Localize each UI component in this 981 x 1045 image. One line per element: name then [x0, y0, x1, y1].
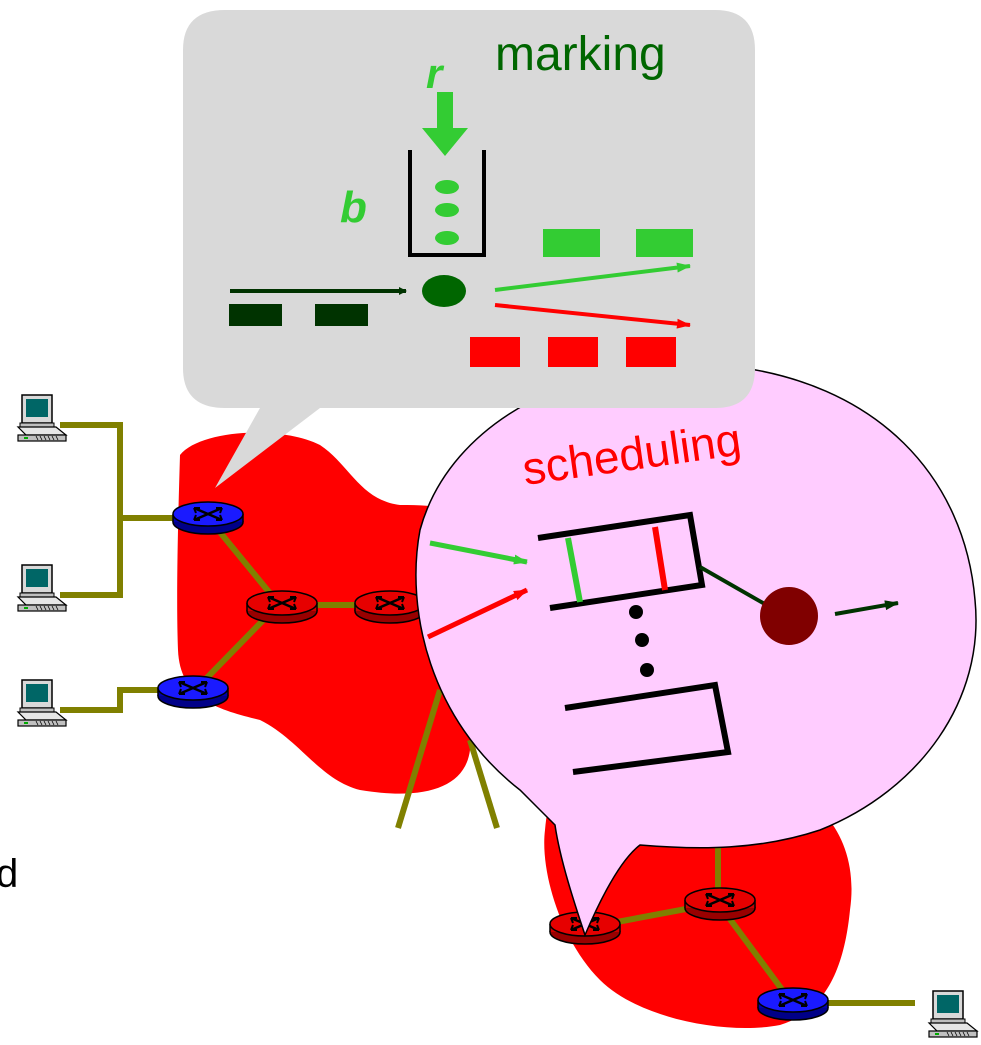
scheduler-link — [699, 565, 771, 609]
meter — [422, 275, 466, 307]
in-profile-packet — [543, 229, 600, 257]
core-router-icon — [683, 886, 757, 922]
scheduler-queue — [564, 681, 732, 775]
token-rate-label: r — [426, 50, 445, 97]
host-computer-icon — [928, 990, 978, 1038]
edge-router-icon — [156, 674, 230, 710]
in-profile-packet — [565, 537, 583, 603]
in-profile-arrow — [494, 262, 691, 292]
bucket-size-label: b — [340, 183, 367, 232]
token-rate-arrow — [422, 92, 468, 156]
out-of-profile-packet — [626, 337, 676, 367]
incoming-packet — [229, 304, 282, 326]
output-arrow — [834, 600, 899, 616]
scheduling-bubble: scheduling — [415, 363, 977, 938]
in-profile-arrow — [429, 540, 528, 565]
ellipsis-dot — [629, 605, 643, 619]
token — [435, 180, 459, 194]
out-of-profile-packet — [652, 526, 668, 591]
token — [435, 203, 459, 217]
edge-text: d — [0, 852, 18, 896]
out-of-profile-arrow — [426, 587, 529, 640]
network-cloud-upper — [177, 432, 485, 794]
edge-router-icon — [171, 500, 245, 536]
core-router-icon — [245, 589, 319, 625]
host-computer-icon — [17, 679, 67, 727]
out-of-profile-packet — [470, 337, 520, 367]
scheduler-queue — [537, 511, 706, 611]
out-of-profile-arrow — [494, 303, 691, 329]
edge-router-icon — [756, 986, 830, 1022]
scheduler-server — [760, 587, 818, 645]
ellipsis-dot — [635, 633, 649, 647]
token-bucket — [408, 150, 486, 257]
token — [435, 231, 459, 245]
host-computer-icon — [17, 394, 67, 442]
incoming-packet — [315, 304, 368, 326]
ellipsis-dot — [640, 663, 654, 677]
marking-bubble: marking r b — [183, 10, 755, 488]
marking-title: marking — [495, 28, 666, 81]
out-of-profile-packet — [548, 337, 598, 367]
core-router-icon — [353, 589, 427, 625]
host-computer-icon — [17, 564, 67, 612]
in-profile-packet — [636, 229, 693, 257]
